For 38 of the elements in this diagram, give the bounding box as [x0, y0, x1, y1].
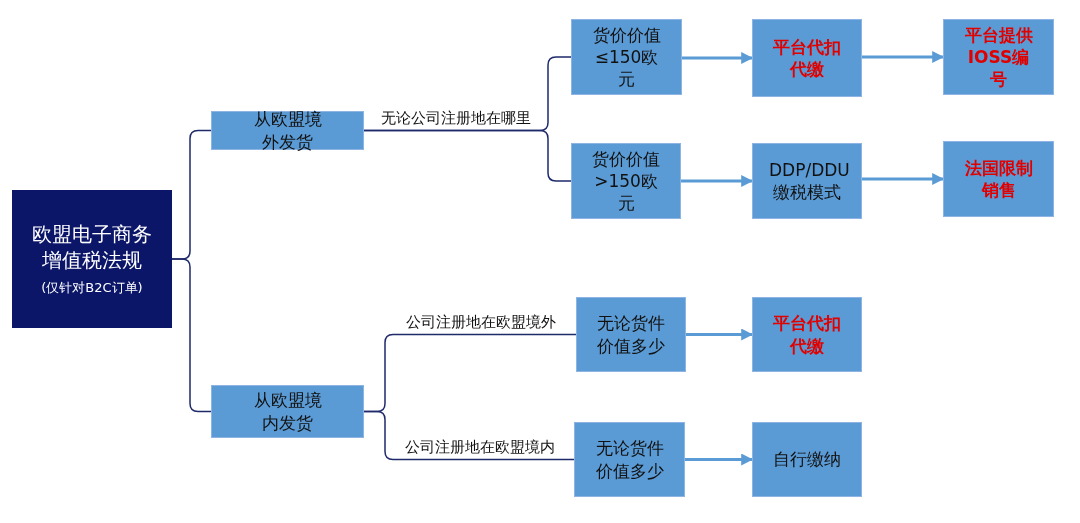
edge-label: 公司注册地在欧盟境外	[403, 312, 558, 331]
node-text: 从欧盟境内发货	[252, 389, 323, 434]
node-text: 平台代扣代缴	[772, 35, 842, 81]
edge-label: 无论公司注册地在哪里	[379, 108, 533, 127]
bracket-line	[363, 410, 575, 461]
process-box	[571, 19, 682, 95]
process-box	[576, 297, 686, 372]
node-text: 无论货件价值多少	[596, 312, 666, 357]
process-box	[571, 143, 681, 219]
bracket-line	[171, 258, 212, 413]
node-text: 无论货件价值多少	[594, 437, 665, 482]
process-box	[211, 385, 364, 438]
node-subtext: (仅针对B2C订单)	[41, 279, 143, 297]
process-box	[752, 19, 862, 97]
process-box	[12, 190, 172, 328]
node-text: 从欧盟境外发货	[252, 108, 323, 153]
bracket-line	[363, 129, 572, 182]
arrow	[685, 453, 754, 466]
process-box	[943, 19, 1054, 95]
arrow	[686, 328, 754, 341]
node-text: 平台提供 IOSS编号	[963, 23, 1034, 91]
node-text: 法国限制销售	[963, 156, 1034, 202]
node-text: 欧盟电子商务增值税法规	[31, 221, 153, 273]
node-text: 货价价值 ≤150欧元	[591, 23, 662, 91]
process-box	[211, 111, 364, 150]
process-box	[752, 422, 862, 497]
edge-label: 公司注册地在欧盟境内	[402, 437, 557, 456]
node-text: 货价价值 >150欧元	[591, 147, 661, 215]
process-box	[574, 422, 685, 497]
process-box	[752, 297, 862, 372]
arrow	[862, 51, 945, 63]
arrow	[862, 173, 945, 185]
arrow	[682, 52, 754, 64]
node-text: 自行缴纳	[773, 448, 841, 471]
process-box	[752, 143, 862, 219]
process-box	[943, 141, 1054, 217]
node-text: 平台代扣代缴	[772, 312, 842, 357]
arrow	[681, 175, 754, 187]
